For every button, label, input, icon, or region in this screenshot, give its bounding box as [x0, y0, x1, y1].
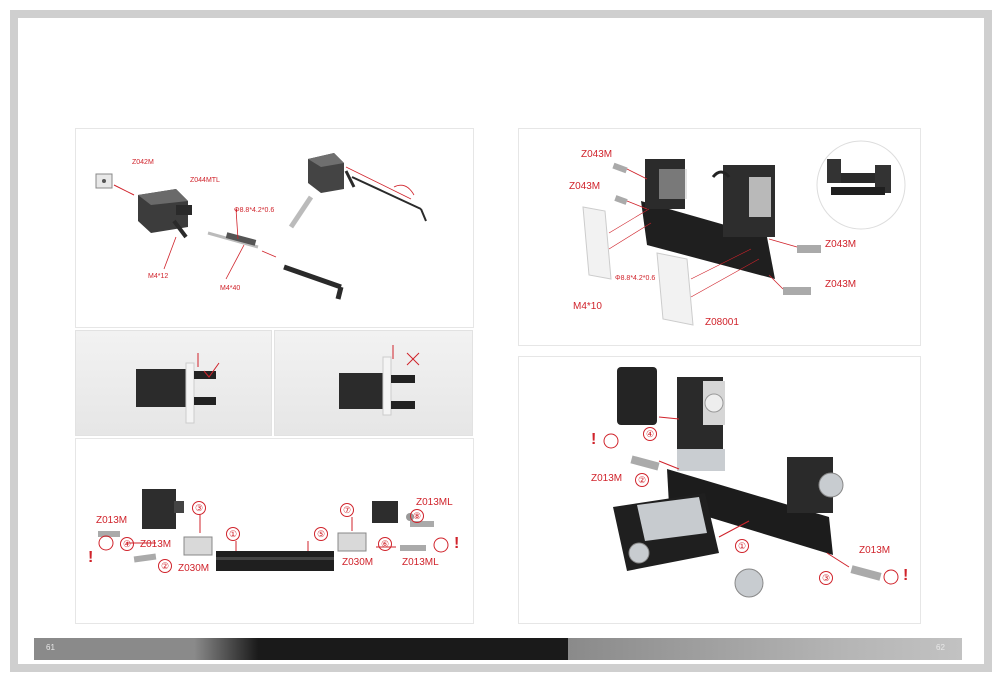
frame-drawing [582, 140, 906, 326]
label-z043m-2: Z043M [569, 181, 601, 192]
warning-mark-f-left: ! [591, 431, 597, 448]
label-m4x10: M4*10 [573, 301, 602, 312]
label-z043m-1: Z043M [581, 149, 613, 160]
label-z013m-b: Z013M [140, 539, 172, 550]
label-z013m-f-a: Z013M [591, 473, 623, 484]
step-2-f: ② [635, 473, 649, 487]
label-z042m: Z042M [132, 159, 154, 166]
label-z043m-3: Z043M [825, 239, 857, 250]
check-icon [203, 362, 220, 378]
label-z013m-f-b: Z013M [859, 545, 891, 556]
step-8: ⑧ [410, 509, 424, 523]
bed-drawing [98, 489, 449, 571]
step-2: ② [158, 559, 172, 573]
label-z030m-b: Z030M [342, 557, 374, 568]
label-z013ml-b: Z013ML [402, 557, 439, 568]
label-spec: Φ8.8*4.2*0.6 [234, 207, 275, 214]
label-m4x12: M4*12 [148, 273, 169, 280]
label-z030m-a: Z030M [178, 563, 210, 574]
warning-mark-right: ! [454, 535, 460, 552]
label-z08001: Z08001 [705, 317, 739, 328]
panel-bed-assembly: ① ② ③ ④ ⑤ ⑥ ⑦ ⑧ Z013M Z013M Z030M Z030M … [75, 438, 474, 624]
step-5: ⑤ [314, 527, 328, 541]
label-z044mtl: Z044MTL [190, 177, 220, 184]
footer-bar-left [34, 638, 568, 660]
cross-icon [406, 352, 420, 366]
headstock-drawing [95, 153, 427, 300]
step-1: ① [226, 527, 240, 541]
page-footer: 61 62 [34, 638, 962, 660]
panel-final-assembly: ① ② ③ ④ Z013M Z013M ! ! [518, 356, 921, 624]
photo-correct-alignment [75, 330, 272, 436]
warning-mark-left: ! [88, 549, 94, 566]
label-z013ml-a: Z013ML [416, 497, 453, 508]
panel-frame-plates: Z043M Z043M Z043M Z043M Φ8.8*4.2*0.6 M4*… [518, 128, 921, 346]
label-z013m-a: Z013M [96, 515, 128, 526]
step-4: ④ [120, 537, 134, 551]
label-m4x40: M4*40 [220, 285, 241, 292]
label-z043m-4: Z043M [825, 279, 857, 290]
panel-headstock-assembly: Z042M Z044MTL Φ8.8*4.2*0.6 M4*12 M4*40 [75, 128, 474, 328]
footer-bar-right [568, 638, 962, 660]
step-7: ⑦ [340, 503, 354, 517]
page-number-left: 61 [46, 643, 55, 652]
label-spec-e: Φ8.8*4.2*0.6 [615, 275, 656, 282]
step-3-f: ③ [819, 571, 833, 585]
step-4-f: ④ [643, 427, 657, 441]
step-6: ⑥ [378, 537, 392, 551]
lathe-drawing [603, 367, 899, 598]
step-3: ③ [192, 501, 206, 515]
photo-wrong-alignment [274, 330, 473, 436]
page-number-right: 62 [936, 643, 945, 652]
step-1-f: ① [735, 539, 749, 553]
warning-mark-f-right: ! [903, 567, 909, 584]
